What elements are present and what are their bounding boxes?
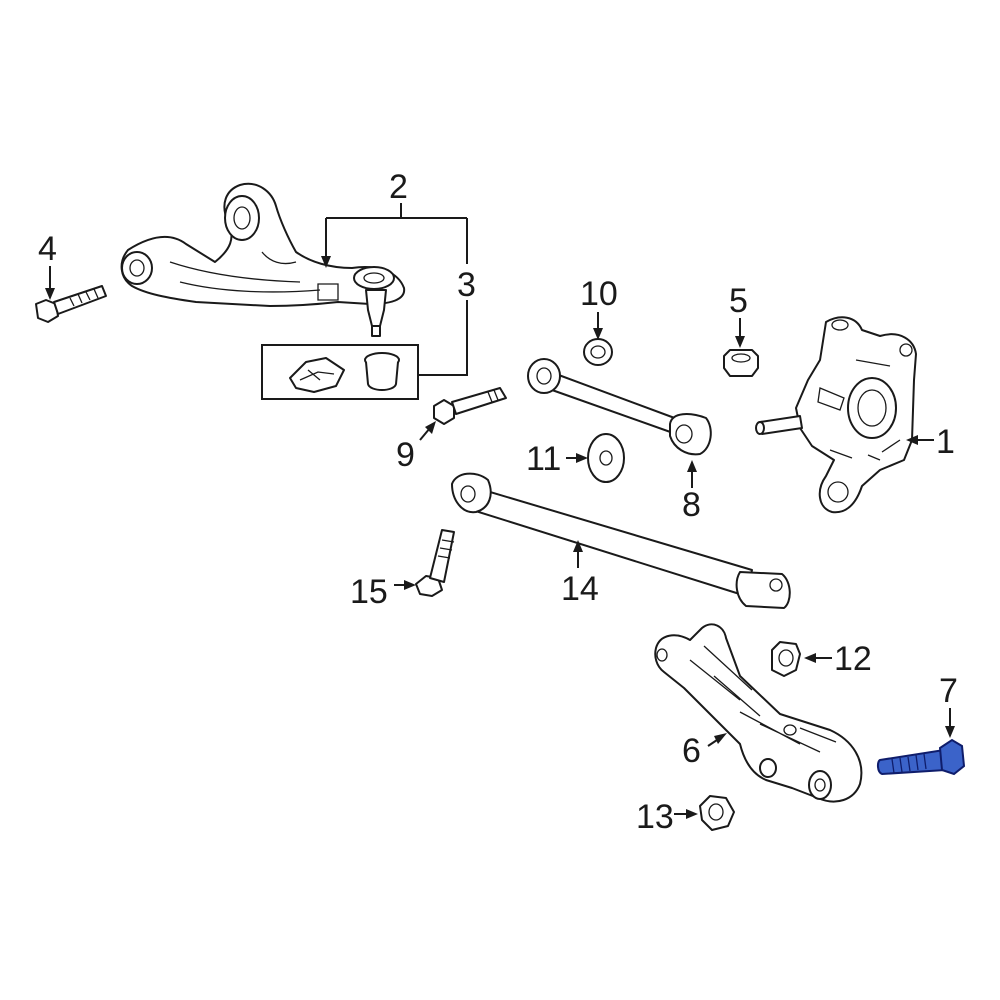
callout-9: 9 — [396, 436, 415, 474]
trailing-link[interactable] — [451, 472, 791, 609]
washer-10[interactable] — [583, 338, 613, 366]
trailing-link-bolt[interactable] — [415, 529, 455, 597]
knuckle[interactable] — [755, 316, 917, 514]
upper-control-arm[interactable] — [120, 182, 406, 337]
lower-arm-bolt[interactable] — [876, 738, 966, 776]
boot-icon — [289, 357, 345, 393]
leader-lines — [45, 203, 955, 819]
callout-8: 8 — [682, 486, 701, 524]
callout-4: 4 — [38, 230, 57, 268]
callout-10: 10 — [580, 275, 618, 313]
lower-control-arm[interactable] — [654, 623, 863, 803]
callout-6: 6 — [682, 732, 701, 770]
knuckle-nut[interactable] — [723, 349, 759, 377]
callout-14: 14 — [561, 570, 599, 608]
washer-11[interactable] — [587, 433, 625, 483]
ball-joint-kit[interactable] — [261, 344, 419, 400]
callout-7: 7 — [939, 672, 958, 710]
callout-3: 3 — [457, 266, 476, 304]
upper-arm-bolt[interactable] — [35, 285, 107, 323]
callout-5: 5 — [729, 282, 748, 320]
callout-15: 15 — [350, 573, 388, 611]
callout-1: 1 — [936, 423, 955, 461]
nut-13[interactable] — [699, 795, 735, 831]
toe-link-bolt[interactable] — [433, 387, 507, 425]
callout-11: 11 — [526, 440, 561, 478]
callout-12: 12 — [834, 640, 872, 678]
toe-link[interactable] — [527, 358, 712, 456]
nut-12[interactable] — [771, 641, 801, 677]
callout-labels: 1 2 3 4 5 6 7 8 9 10 11 12 13 14 15 — [38, 168, 958, 836]
callout-2: 2 — [389, 168, 408, 206]
callout-13: 13 — [636, 798, 674, 836]
kit-box — [261, 344, 419, 400]
